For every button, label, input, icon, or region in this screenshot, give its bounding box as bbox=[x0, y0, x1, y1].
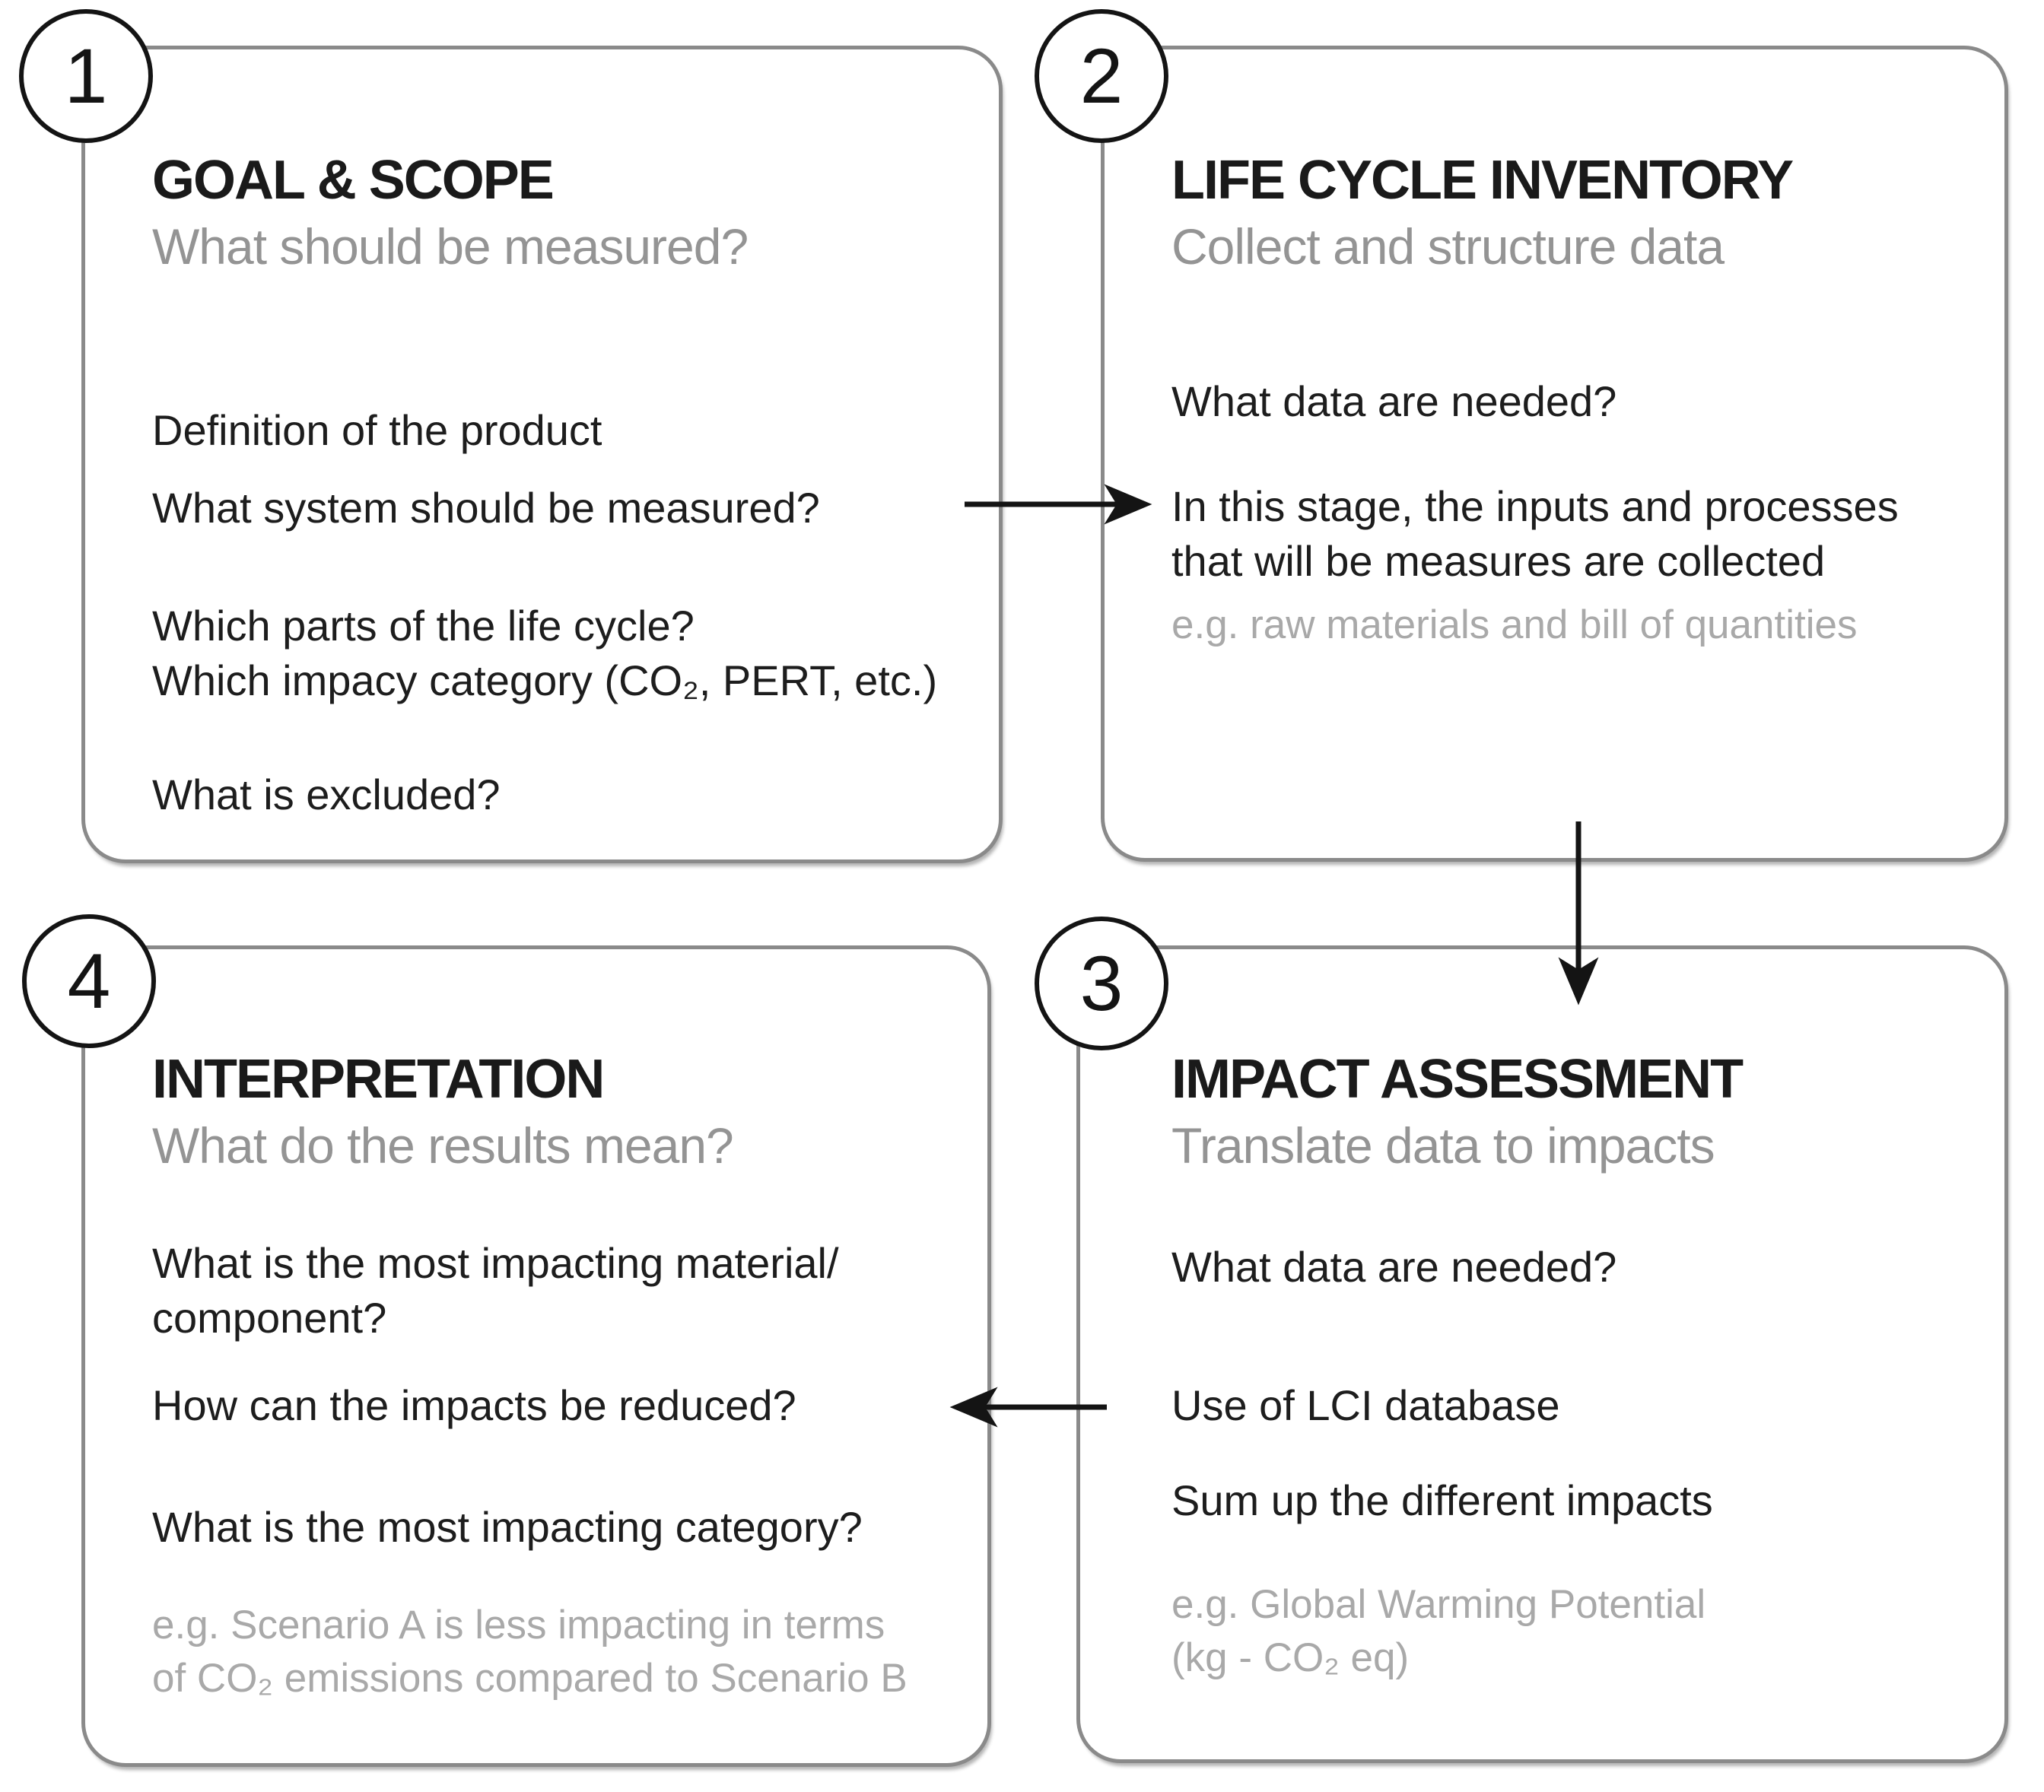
step-4-subtitle: What do the results mean? bbox=[152, 1117, 734, 1174]
step-3-item: Sum up the different impacts bbox=[1171, 1476, 1713, 1524]
step-1-title: GOAL & SCOPE bbox=[152, 150, 555, 211]
step-1-subtitle: What should be measured? bbox=[152, 218, 749, 275]
step-2-life-cycle-inventory-box: LIFE CYCLE INVENTORY Collect and structu… bbox=[1101, 46, 2008, 862]
step-2-item: that will be measures are collected bbox=[1171, 537, 1826, 585]
step-1-item: Which parts of the life cycle? bbox=[152, 602, 695, 650]
step-2-item: In this stage, the inputs and processes bbox=[1171, 482, 1899, 530]
step-4-item: How can the impacts be reduced? bbox=[152, 1381, 796, 1429]
step-1-goal-scope-box: GOAL & SCOPE What should be measured? De… bbox=[81, 46, 1003, 863]
step-3-number: 3 bbox=[1079, 939, 1124, 1027]
step-1-item: What system should be measured? bbox=[152, 484, 820, 532]
step-2-subtitle: Collect and structure data bbox=[1171, 218, 1725, 275]
step-4-number-badge: 4 bbox=[22, 914, 156, 1048]
step-2-title: LIFE CYCLE INVENTORY bbox=[1171, 150, 1794, 211]
step-4-example: e.g. Scenario A is less impacting in ter… bbox=[152, 1603, 885, 1647]
step-3-example: e.g. Global Warming Potential bbox=[1171, 1582, 1706, 1627]
step-2-number-badge: 2 bbox=[1035, 9, 1168, 143]
step-1-item: Definition of the product bbox=[152, 406, 602, 454]
step-3-number-badge: 3 bbox=[1035, 917, 1168, 1050]
step-3-item: Use of LCI database bbox=[1171, 1381, 1560, 1429]
step-3-subtitle: Translate data to impacts bbox=[1171, 1117, 1715, 1174]
step-4-example: of CO₂ emissions compared to Scenario B bbox=[152, 1656, 908, 1701]
step-4-item: What is the most impacting material/ bbox=[152, 1239, 839, 1287]
step-2-number: 2 bbox=[1079, 32, 1124, 119]
step-3-item: What data are needed? bbox=[1171, 1243, 1617, 1291]
step-4-item: What is the most impacting category? bbox=[152, 1503, 863, 1551]
step-4-interpretation-box: INTERPRETATION What do the results mean?… bbox=[81, 945, 991, 1767]
step-1-number: 1 bbox=[64, 32, 108, 119]
step-3-impact-assessment-box: IMPACT ASSESSMENT Translate data to impa… bbox=[1076, 945, 2008, 1763]
step-4-title: INTERPRETATION bbox=[152, 1049, 605, 1110]
step-1-item: What is excluded? bbox=[152, 770, 501, 818]
step-4-number: 4 bbox=[67, 937, 111, 1025]
step-1-number-badge: 1 bbox=[19, 9, 153, 143]
step-3-title: IMPACT ASSESSMENT bbox=[1171, 1049, 1744, 1110]
step-1-item: Which impacy category (CO₂, PERT, etc.) bbox=[152, 656, 938, 704]
step-2-item: What data are needed? bbox=[1171, 377, 1617, 425]
step-4-item: component? bbox=[152, 1294, 387, 1342]
step-2-example: e.g. raw materials and bill of quantitie… bbox=[1171, 602, 1858, 647]
step-3-example: (kg - CO₂ eq) bbox=[1171, 1635, 1410, 1680]
